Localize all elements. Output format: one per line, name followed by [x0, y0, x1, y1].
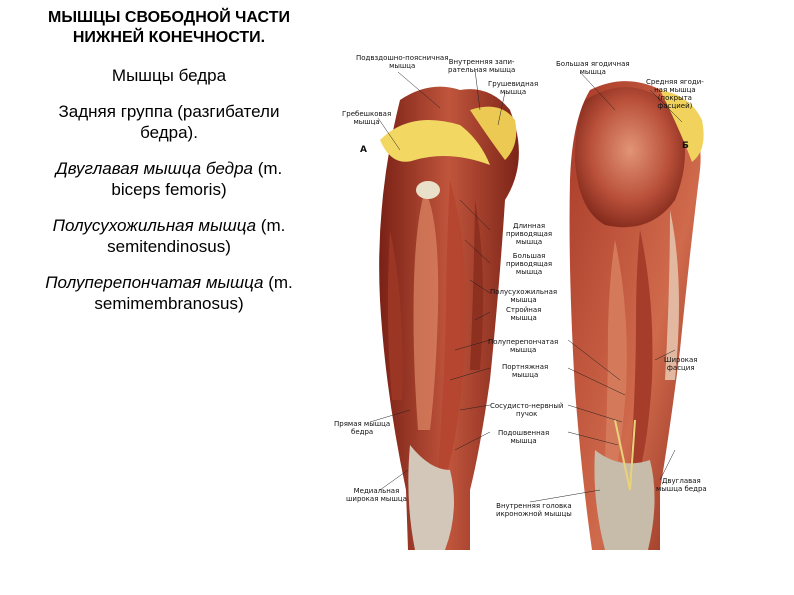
label-sartorius: Портняжная мышца	[502, 363, 548, 379]
label-line: Сосудисто-нервный	[490, 402, 564, 410]
label-rectus-femoris: Прямая мышца бедра	[334, 420, 390, 436]
slide-title: МЫШЦЫ СВОБОДНОЙ ЧАСТИ НИЖНЕЙ КОНЕЧНОСТИ.	[10, 8, 328, 48]
front-view-limb	[379, 86, 519, 551]
muscle-latin: biceps femoris)	[111, 180, 227, 199]
label-vastus-medialis: Медиальная широкая мышца	[346, 487, 407, 503]
label-piriformis: Грушевидная мышца	[488, 80, 538, 96]
muscle-item-semimembranosus: Полуперепончатая мышца (m. semimembranos…	[10, 272, 328, 314]
group-heading: Задняя группа (разгибатели бедра).	[10, 101, 328, 143]
label-line: бедра	[351, 428, 374, 436]
muscle-item-semitendinosus: Полусухожильная мышца (m. semitendinosus…	[10, 215, 328, 257]
label-semimembranosus: Полуперепончатая мышца	[488, 338, 558, 354]
label-plantaris: Подошвенная мышца	[498, 429, 549, 445]
panel-label-a: А	[360, 145, 367, 155]
muscle-latin-prefix: (m.	[253, 159, 283, 178]
text-column: МЫШЦЫ СВОБОДНОЙ ЧАСТИ НИЖНЕЙ КОНЕЧНОСТИ.…	[10, 8, 328, 329]
muscle-latin: semimembranosus)	[94, 294, 244, 313]
label-neurovascular-bundle: Сосудисто-нервный пучок	[490, 402, 563, 418]
group-line-2: бедра).	[140, 123, 198, 142]
muscle-name: Полусухожильная мышца	[52, 216, 257, 235]
label-line: Грушевидная	[488, 80, 539, 88]
label-fascia-lata: Широкая фасция	[664, 356, 698, 372]
label-line: Внутренняя головка	[496, 502, 572, 510]
label-line: Двуглавая	[661, 477, 701, 485]
label-adductor-magnus: Большая приводящая мышца	[506, 252, 552, 276]
label-line: мышца	[579, 68, 606, 76]
label-line: Полуперепончатая	[488, 338, 559, 346]
label-gluteus-medius: Средняя ягоди- ная мышца (покрыта фасцие…	[646, 78, 704, 110]
leader-lines	[369, 69, 683, 503]
title-line-2: НИЖНЕЙ КОНЕЧНОСТИ.	[72, 29, 266, 46]
muscle-latin: semitendinosus)	[107, 237, 231, 256]
label-line: мышца	[499, 88, 527, 96]
label-biceps-femoris: Двуглавая мышца бедра	[656, 477, 707, 493]
label-line: мышца	[511, 371, 539, 379]
label-pectineus: Гребешковая мышца	[342, 110, 391, 126]
label-line: Медиальная	[353, 487, 400, 495]
label-gastrocnemius-medial-head: Внутренняя головка икроножной мышцы	[496, 502, 572, 518]
label-line: Большая ягодичная	[556, 60, 630, 68]
label-line: ная мышца	[654, 86, 696, 94]
label-semitendinosus: Полусухожильная мышца	[490, 288, 557, 304]
label-gluteus-maximus: Большая ягодичная мышца	[556, 60, 630, 76]
muscle-item-biceps: Двуглавая мышца бедра (m. biceps femoris…	[10, 158, 328, 200]
label-line: мышца	[510, 437, 537, 445]
group-line-1: Задняя группа (разгибатели	[58, 102, 280, 121]
label-iliopsoas: Подвздошно-поясничная мышца	[356, 54, 448, 70]
label-line: мышца	[515, 238, 543, 246]
muscle-latin-prefix: (m.	[256, 216, 286, 235]
label-adductor-longus: Длинная приводящая мышца	[506, 222, 552, 246]
label-line: мышца	[510, 314, 537, 322]
label-line: мышца	[509, 346, 537, 354]
label-line: Прямая мышца	[334, 420, 391, 428]
title-line-1: МЫШЦЫ СВОБОДНОЙ ЧАСТИ	[48, 9, 290, 26]
label-obturator-internus: Внутренняя запи- рательная мышца	[448, 58, 515, 74]
label-line: мышца	[353, 118, 380, 126]
label-line: Подвздошно-поясничная	[356, 54, 449, 62]
label-gracilis: Стройная мышца	[506, 306, 541, 322]
label-line: Полусухожильная	[490, 288, 558, 296]
label-line: Большая	[512, 252, 546, 260]
label-line: Портняжная	[502, 363, 549, 371]
back-view-limb	[569, 81, 704, 550]
label-line: пучок	[516, 410, 538, 418]
label-line: мышца	[515, 268, 543, 276]
label-line: приводящая	[506, 230, 553, 238]
label-line: широкая мышца	[346, 495, 407, 503]
muscle-latin-prefix: (m.	[263, 273, 293, 292]
label-line: Широкая	[664, 356, 698, 364]
thigh-muscles-illustration: А Б Подвздошно-поясничная мышца Внутренн…	[330, 50, 794, 595]
label-line: Подошвенная	[498, 429, 550, 437]
label-line: Внутренняя запи-	[448, 58, 515, 66]
panel-label-b: Б	[682, 141, 689, 151]
label-line: Средняя ягоди-	[646, 78, 704, 86]
label-line: приводящая	[506, 260, 553, 268]
label-line: мышца бедра	[656, 485, 707, 493]
label-line: Стройная	[506, 306, 542, 314]
label-line: мышца	[510, 296, 537, 304]
label-line: мышца	[389, 62, 416, 70]
label-line: фасция	[666, 364, 695, 372]
muscle-name: Полуперепончатая мышца	[45, 273, 264, 292]
label-line: Длинная	[512, 222, 546, 230]
anatomy-drawing	[369, 69, 704, 551]
label-line: рательная мышца	[448, 66, 516, 74]
muscle-name: Двуглавая мышца бедра	[55, 159, 253, 178]
label-line: (покрыта	[657, 94, 692, 102]
label-line: фасцией)	[657, 102, 693, 110]
label-line: икроножной мышцы	[496, 510, 572, 518]
label-line: Гребешковая	[342, 110, 392, 118]
subtitle: Мышцы бедра	[111, 66, 227, 85]
